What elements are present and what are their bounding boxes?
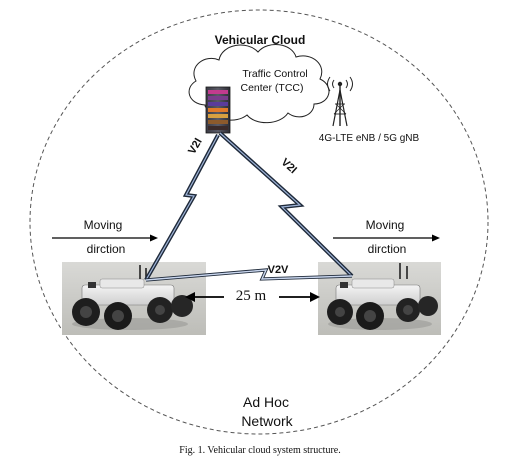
v2v-label: V2V	[267, 264, 289, 276]
figure-caption: Fig. 1. Vehicular cloud system structure…	[179, 445, 341, 456]
left-moving-label-line1: Moving	[83, 218, 123, 232]
left-moving-label-line2: dirction	[86, 242, 126, 256]
ad-hoc-network-boundary	[29, 9, 489, 435]
right-moving-arrow	[333, 234, 440, 242]
network-label-line2: Network	[241, 413, 293, 429]
left-moving-arrow	[52, 234, 158, 242]
base-station-label: 4G-LTE eNB / 5G gNB	[318, 133, 420, 144]
network-label-line1: Ad Hoc	[243, 394, 289, 410]
robot-left-image	[62, 262, 206, 335]
vehicular-cloud-title: Vehicular Cloud	[214, 33, 306, 47]
right-moving-label-line1: Moving	[365, 218, 405, 232]
distance-label: 25 m	[235, 288, 267, 304]
tcc-label-line1: Traffic Control	[242, 68, 308, 80]
distance-arrow	[185, 292, 320, 302]
cell-tower-icon	[327, 76, 353, 127]
v2i-link-right	[218, 131, 354, 278]
right-moving-label-line2: dirction	[367, 242, 407, 256]
v2i-link-left	[144, 134, 220, 281]
tcc-label-line2: Center (TCC)	[240, 82, 304, 94]
robot-right-image	[318, 262, 441, 335]
server-icon	[205, 86, 231, 134]
